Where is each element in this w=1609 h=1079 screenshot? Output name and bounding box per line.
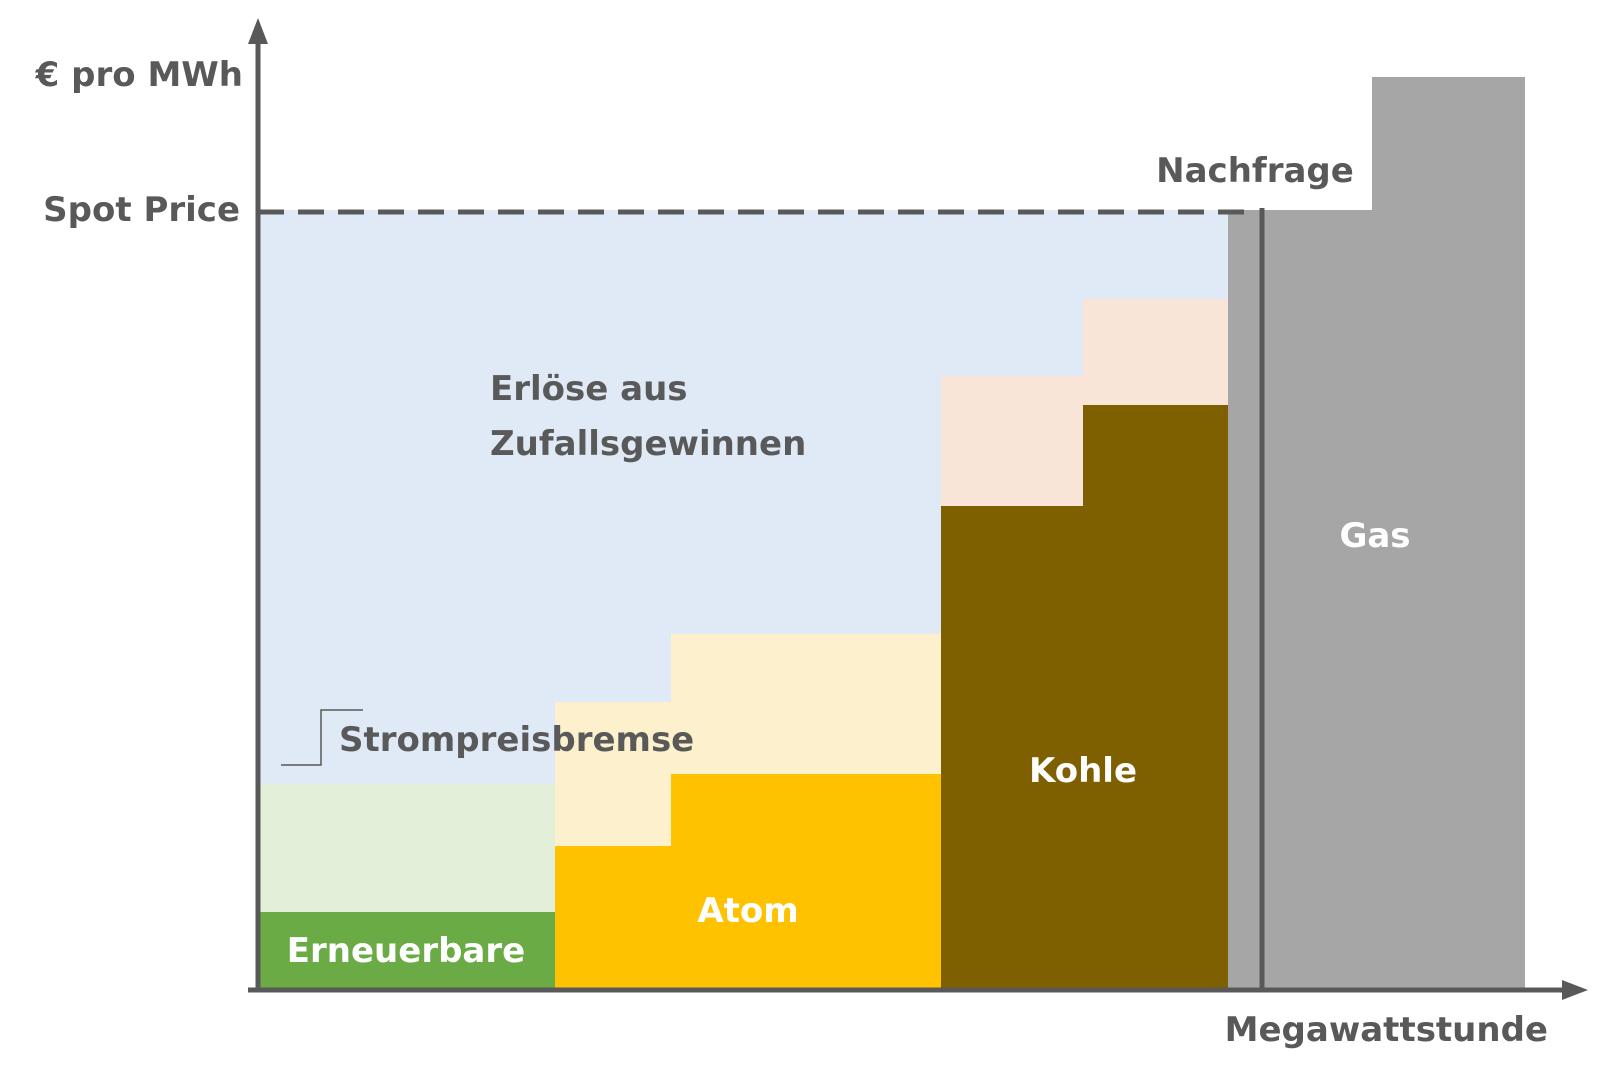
gas-label: Gas <box>1339 516 1410 556</box>
gas-block-upper <box>1372 77 1525 210</box>
coal-block-step-1 <box>941 506 1083 988</box>
nuclear-windfall-step-2 <box>671 634 941 774</box>
price-cap-bracket <box>281 709 363 766</box>
nuclear-label: Atom <box>697 891 798 931</box>
coal-label: Kohle <box>1029 751 1137 791</box>
coal-windfall-step-1 <box>941 376 1083 506</box>
nuclear-block-step-2 <box>671 774 941 988</box>
x-axis-arrow <box>1562 980 1588 1000</box>
coal-block-step-2 <box>1083 405 1228 988</box>
price-cap-label: Strompreisbremse <box>339 720 694 760</box>
spot-price-label: Spot Price <box>43 190 240 230</box>
gas-block-lower <box>1228 210 1525 988</box>
demand-label: Nachfrage <box>1156 151 1354 191</box>
nuclear-windfall-step-1 <box>555 702 671 846</box>
y-axis-label: € pro MWh <box>35 55 243 95</box>
nuclear-block-step-1 <box>555 846 671 988</box>
x-axis-label: Megawattstunde <box>1225 1010 1548 1050</box>
windfall-label-line-2: Zufallsgewinnen <box>490 424 806 464</box>
renewables-label: Erneuerbare <box>287 931 525 971</box>
renewables-block <box>258 912 555 988</box>
renewables-cap-area <box>258 784 555 912</box>
coal-windfall-step-2 <box>1083 299 1228 405</box>
y-axis-arrow <box>248 18 268 44</box>
windfall-label-line-1: Erlöse aus <box>490 369 688 409</box>
